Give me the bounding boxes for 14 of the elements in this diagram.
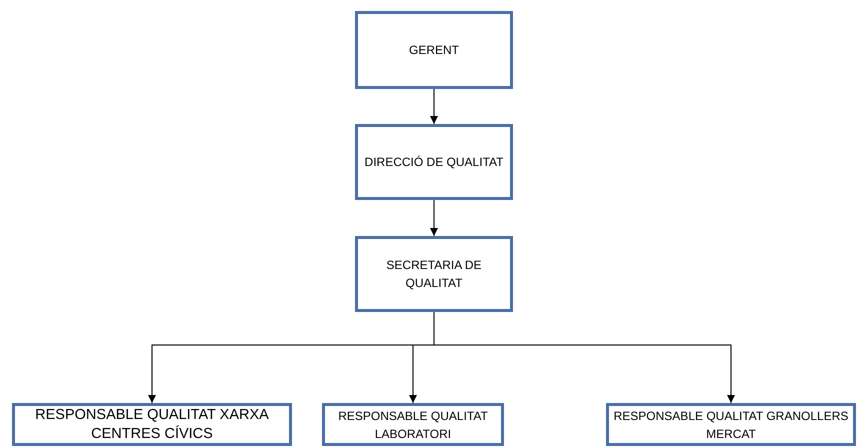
box-label: SECRETARIA DE QUALITAT	[385, 257, 483, 292]
arrow	[430, 200, 438, 236]
org-box	[355, 11, 513, 89]
org-box	[355, 124, 513, 200]
org-box	[322, 403, 504, 446]
org-box	[12, 403, 292, 446]
box-label: RESPONSABLE QUALITAT LABORATORI	[337, 408, 489, 442]
org-box	[606, 403, 856, 446]
box-label: GERENT	[408, 42, 459, 59]
org-box	[355, 236, 513, 312]
arrow	[430, 88, 438, 124]
box-label: RESPONSABLE QUALITAT GRANOLLERS MERCAT	[612, 408, 850, 442]
box-label: RESPONSABLE QUALITAT XARXA CENTRES CÍVICS	[34, 406, 270, 444]
box-label: DIRECCIÓ DE QUALITAT	[364, 154, 504, 171]
